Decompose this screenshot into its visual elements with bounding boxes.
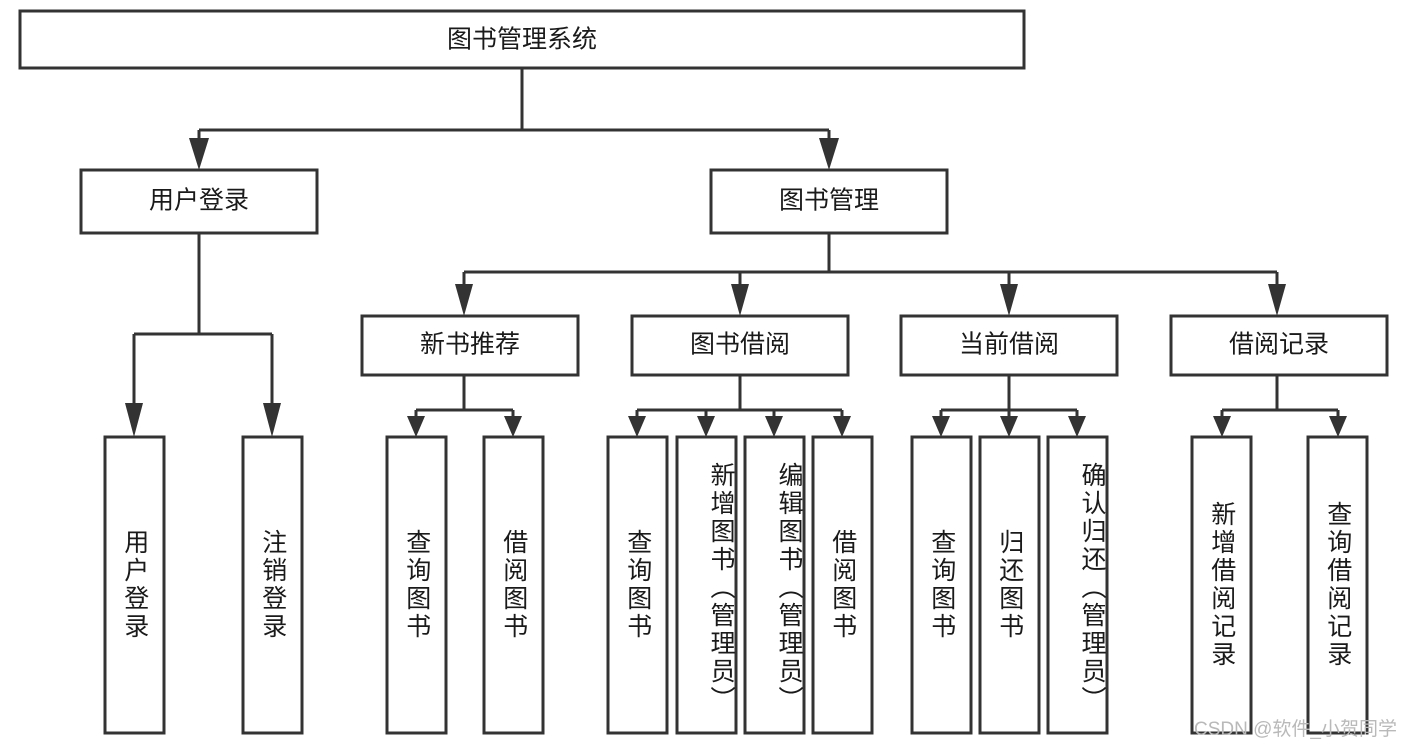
node-new-book-recommend-label: 新书推荐 [420,331,520,359]
node-user-login-box[interactable] [79,168,319,235]
node-current-borrow-label: 当前借阅 [959,331,1059,359]
arrow-icon-leaf-12 [1213,416,1231,437]
arrow-icon-leaf-11 [1068,416,1086,437]
arrow-icon-l3-3 [1000,284,1018,316]
node-root[interactable]: 图书管理系统 [18,9,1026,70]
node-book-management-label: 图书管理 [779,187,879,215]
node-user-login[interactable]: 用户登录 [79,168,319,235]
node-root-label: 图书管理系统 [447,26,597,54]
arrow-icon-leaf-6 [697,416,715,437]
node-book-borrow-box[interactable] [630,314,850,377]
arrow-icon-leaf-4 [504,416,522,437]
csdn-watermark: CSDN @软件_小贺同学 [1194,719,1397,740]
leaf-box-13[interactable] [1306,435,1369,735]
leaf-box-11[interactable] [1046,435,1109,735]
arrow-icon-leaf-7 [765,416,783,437]
arrow-icon-leaf-13 [1329,416,1347,437]
node-current-borrow-box[interactable] [899,314,1119,377]
arrow-icon-l3-2 [731,284,749,316]
leaf-box-7[interactable] [743,435,806,735]
node-new-book-recommend-box[interactable] [360,314,580,377]
arrow-icon-leaf-2 [263,403,281,437]
node-new-book-recommend[interactable]: 新书推荐 [360,314,580,377]
leaf-box-1[interactable] [103,435,166,735]
leaf-box-5[interactable] [606,435,669,735]
arrow-icon-leaf-8 [833,416,851,437]
node-borrow-record-label: 借阅记录 [1229,331,1329,359]
node-book-management-box[interactable] [709,168,949,235]
arrow-icon-leaf-3 [407,416,425,437]
arrow-icon-leaf-1 [125,403,143,437]
leaf-box-3[interactable] [385,435,448,735]
leaf-box-8[interactable] [811,435,874,735]
leaf-box-12[interactable] [1190,435,1253,735]
arrow-icon-l2-2 [819,138,839,170]
leaf-box-2[interactable] [241,435,304,735]
leaf-box-10[interactable] [978,435,1041,735]
leaf-box-group [103,435,1369,735]
node-book-borrow-label: 图书借阅 [690,331,790,359]
arrow-icon-l3-4 [1268,284,1286,316]
arrow-icon-l2-1 [189,138,209,170]
node-current-borrow[interactable]: 当前借阅 [899,314,1119,377]
node-book-management[interactable]: 图书管理 [709,168,949,235]
arrow-icon-leaf-10 [1000,416,1018,437]
node-user-login-label: 用户登录 [149,187,249,215]
arrow-icon-leaf-9 [932,416,950,437]
node-borrow-record[interactable]: 借阅记录 [1169,314,1389,377]
node-root-box[interactable] [18,9,1026,70]
node-borrow-record-box[interactable] [1169,314,1389,377]
connector-group [125,68,1347,437]
arrow-icon-leaf-5 [628,416,646,437]
leaf-box-9[interactable] [910,435,973,735]
arrow-icon-l3-1 [455,284,473,316]
leaf-box-6[interactable] [675,435,738,735]
node-book-borrow[interactable]: 图书借阅 [630,314,850,377]
leaf-box-4[interactable] [482,435,545,735]
